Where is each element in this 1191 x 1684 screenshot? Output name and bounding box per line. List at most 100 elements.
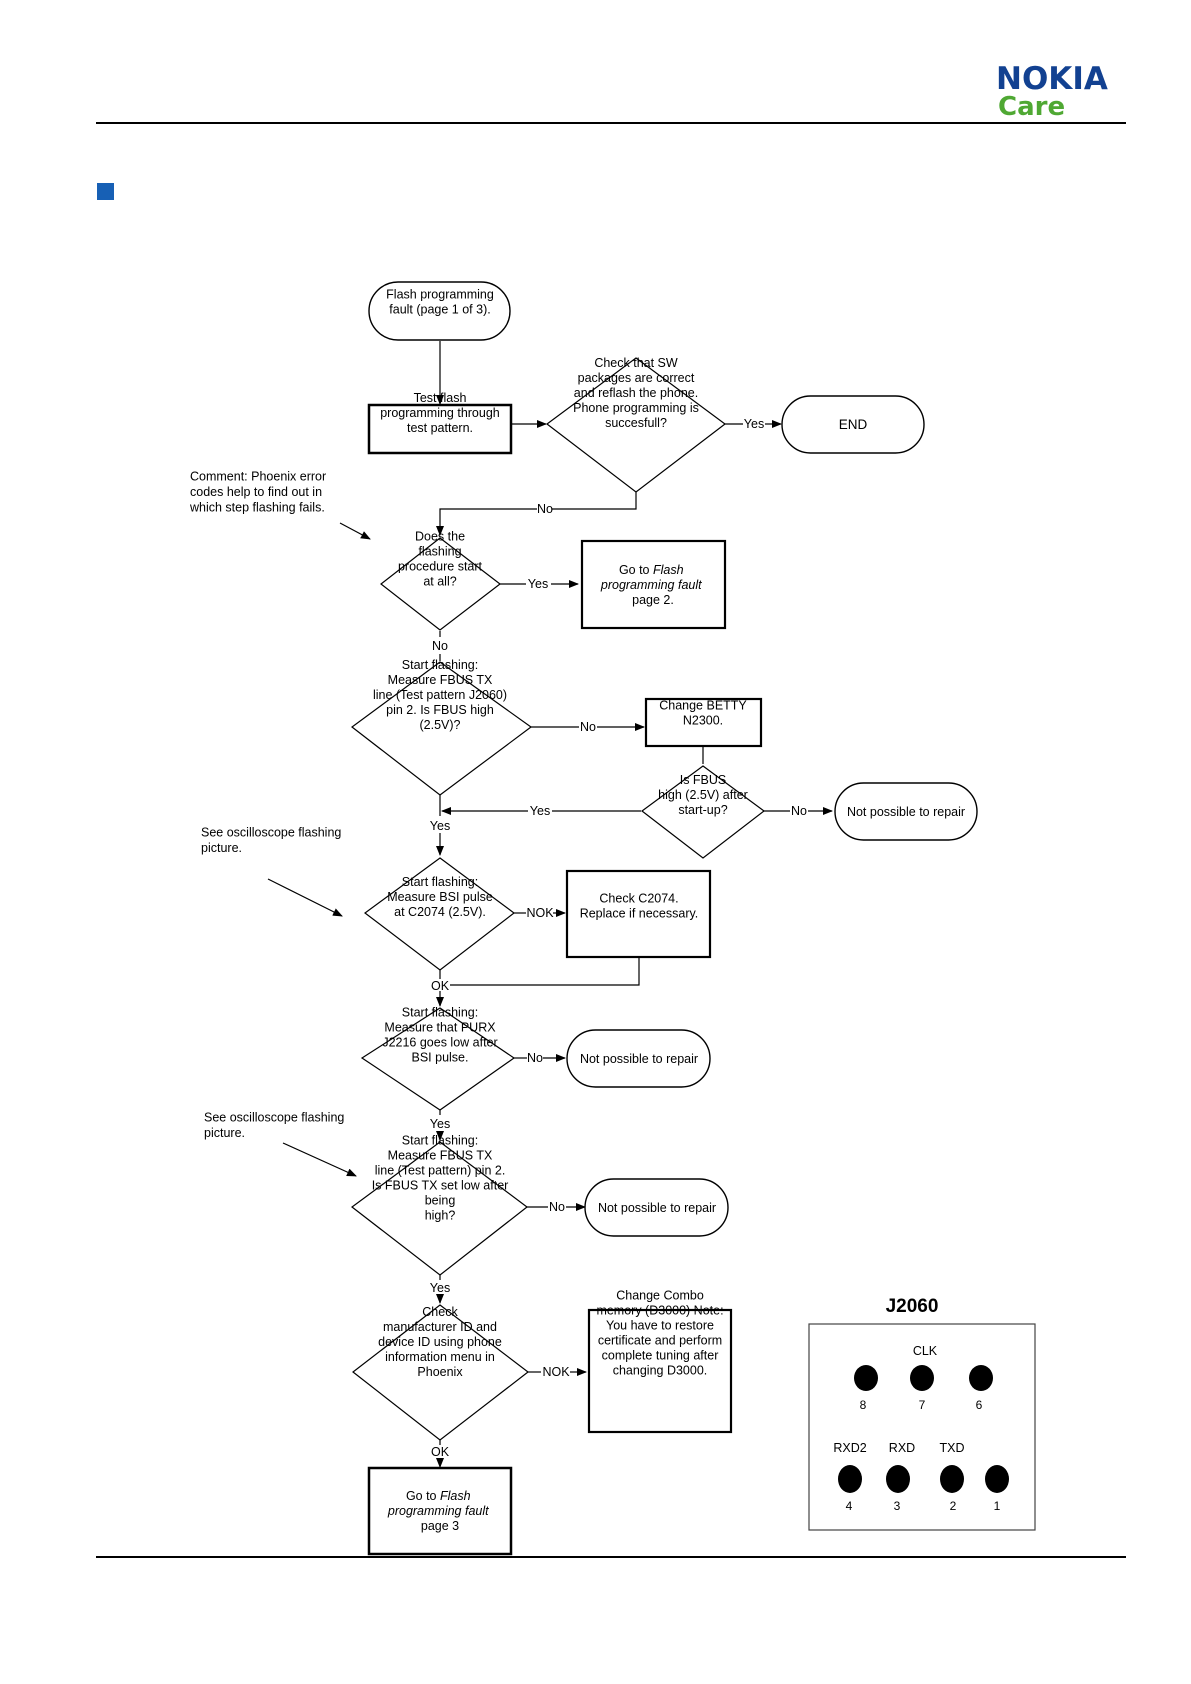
- goto-page3-box: [367, 1466, 513, 1556]
- label-yes-measure-fbus: Yes: [430, 819, 450, 833]
- text-line: Check: [422, 1305, 458, 1319]
- text-line: picture.: [201, 841, 242, 855]
- text-line: Measure BSI pulse: [387, 890, 493, 904]
- text-line: test pattern.: [407, 421, 473, 435]
- label-no-start: No: [432, 639, 448, 653]
- text-line: packages are correct: [578, 371, 695, 385]
- not-possible-terminator-2: [566, 1029, 711, 1088]
- text-line: Flash programming: [386, 288, 494, 302]
- not-possible-text-2: Not possible to repair: [580, 1052, 698, 1066]
- text-line: high (2.5V) after: [658, 788, 748, 802]
- text-line: changing D3000.: [613, 1364, 708, 1378]
- text-line: certificate and perform: [598, 1334, 722, 1348]
- pin-3: [886, 1465, 910, 1493]
- label-yes-fbus-high: Yes: [530, 804, 550, 818]
- text-line: Start flashing:: [402, 1006, 478, 1020]
- check-sw-decision: [546, 357, 726, 493]
- section-bullet: [97, 183, 114, 200]
- text-line: Phoenix: [417, 1365, 463, 1379]
- flashing-start-decision: [380, 537, 501, 631]
- not-possible-text-1: Not possible to repair: [847, 805, 965, 819]
- text-line: complete tuning after: [602, 1349, 719, 1363]
- check-c2074-box: [565, 869, 712, 959]
- label-yes-end: Yes: [744, 417, 764, 431]
- pin-number-2: 2: [950, 1499, 957, 1513]
- label-nok-bsi: NOK: [526, 906, 554, 920]
- is-fbus-high-decision: [641, 765, 765, 859]
- txd-label: TXD: [940, 1441, 965, 1455]
- text-line: Replace if necessary.: [580, 907, 699, 921]
- text-line: being: [425, 1194, 456, 1208]
- pin-1: [985, 1465, 1009, 1493]
- check-manufacturer-decision: [352, 1304, 529, 1441]
- end-terminator: [781, 395, 925, 454]
- measure-bsi-decision: [363, 857, 515, 971]
- text-line: and reflash the phone.: [574, 386, 698, 400]
- text-line: Does the: [415, 530, 465, 544]
- text-line: manufacturer ID and: [383, 1320, 497, 1334]
- pin-4: [838, 1465, 862, 1493]
- text-line: Change Combo: [616, 1289, 704, 1303]
- pin-number-4: 4: [846, 1499, 853, 1513]
- text-line: codes help to find out in: [190, 485, 322, 499]
- text-line: fault (page 1 of 3).: [389, 303, 490, 317]
- rxd2-label: RXD2: [833, 1441, 866, 1455]
- text-line: See oscilloscope flashing: [201, 825, 341, 839]
- end-text: END: [839, 417, 868, 432]
- label-ok-bsi: OK: [431, 979, 450, 993]
- pin-number-1: 1: [994, 1499, 1001, 1513]
- test-flash-box: [367, 403, 513, 455]
- text-line: picture.: [204, 1126, 245, 1140]
- text-line: pin 2. Is FBUS high: [386, 703, 494, 717]
- text-line: Check that SW: [594, 356, 678, 370]
- text-line: at C2074 (2.5V).: [394, 905, 486, 919]
- pin-number-6: 6: [976, 1398, 983, 1412]
- j2060-connector-box: [808, 1323, 1036, 1531]
- text-line: Start flashing:: [402, 1134, 478, 1148]
- measure-fbus-low-decision: [351, 1141, 528, 1276]
- text-line: succesfull?: [605, 416, 667, 430]
- text-line: Is FBUS TX set low after: [372, 1179, 509, 1193]
- not-possible-terminator-1: [834, 782, 978, 841]
- label-no-check-sw: No: [537, 502, 553, 516]
- nokia-logo: NOKIA: [996, 61, 1108, 97]
- label-yes-purx: Yes: [430, 1117, 450, 1131]
- text-line: procedure start: [398, 560, 483, 574]
- label-yes-fbus-low: Yes: [430, 1281, 450, 1295]
- label-no-fbus-low: No: [549, 1200, 565, 1214]
- text-line: You have to restore: [606, 1319, 714, 1333]
- header-rule: [96, 122, 1126, 124]
- label-no-fbus-high: No: [791, 804, 807, 818]
- label-no-betty: No: [580, 720, 596, 734]
- comment-oscilloscope-1: See oscilloscope flashing picture.: [201, 825, 341, 855]
- text-line: J2216 goes low after: [382, 1036, 497, 1050]
- not-possible-terminator-3: [584, 1178, 729, 1237]
- text-line: at all?: [423, 575, 456, 589]
- start-terminator: [368, 281, 511, 341]
- change-combo-box: [587, 1308, 733, 1434]
- care-logo: Care: [998, 92, 1066, 122]
- text-line: start-up?: [678, 803, 727, 817]
- label-no-purx: No: [527, 1051, 543, 1065]
- check-c2074-text: Check C2074.Replace if necessary.: [580, 892, 699, 921]
- pin-7: [910, 1365, 934, 1391]
- pin-6: [969, 1365, 993, 1391]
- text-line: Test flash: [414, 391, 467, 405]
- label-yes-goto2: Yes: [528, 577, 548, 591]
- text-line: memory (D3000) Note:: [596, 1304, 723, 1318]
- text-line: BSI pulse.: [412, 1051, 469, 1065]
- text-line: line (Test pattern J2060): [373, 688, 507, 702]
- pin-number-8: 8: [860, 1398, 867, 1412]
- text-line: line (Test pattern) pin 2.: [375, 1164, 506, 1178]
- rxd-label: RXD: [889, 1441, 915, 1455]
